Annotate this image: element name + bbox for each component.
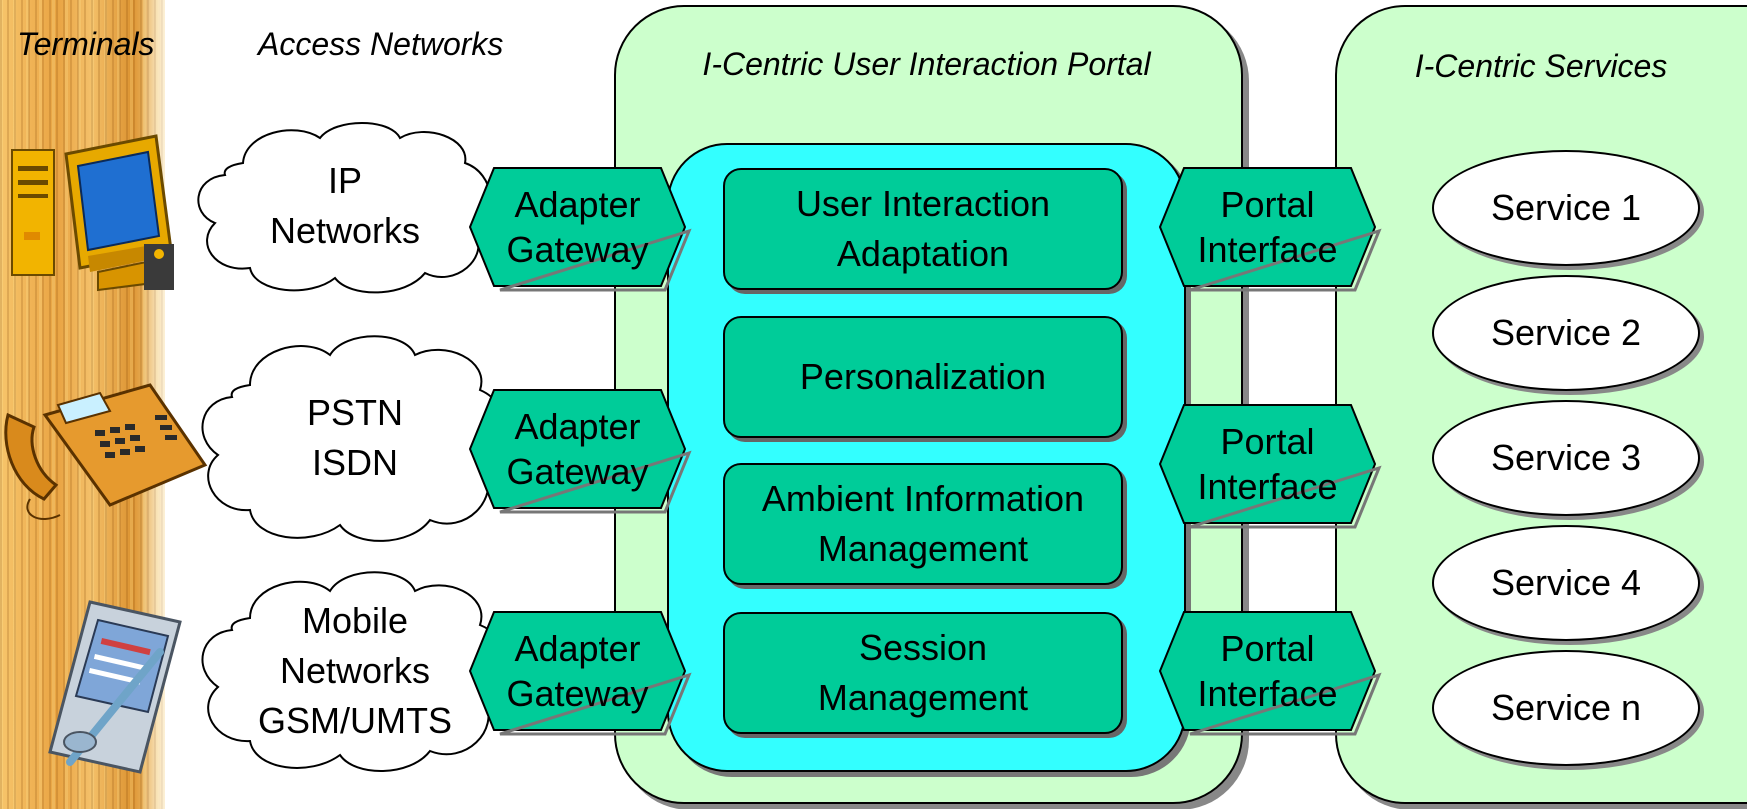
module-user-interaction-adaptation: User Interaction Adaptation — [723, 168, 1123, 290]
service-2: Service 2 — [1432, 275, 1700, 391]
portal-interface-label: Portal Interface — [1197, 184, 1338, 270]
service-3: Service 3 — [1432, 400, 1700, 516]
module-personalization: Personalization — [723, 316, 1123, 438]
portal-interface-label: Portal Interface — [1197, 421, 1338, 507]
telephone-icon — [0, 375, 210, 525]
network-label: PSTN ISDN — [306, 391, 403, 483]
service-4: Service 4 — [1432, 525, 1700, 641]
mobile-device-icon — [40, 592, 190, 782]
module-ambient-information-management: Ambient Information Management — [723, 463, 1123, 585]
portal-interface-3: Portal Interface — [1158, 611, 1382, 736]
portal-interface-2: Portal Interface — [1158, 404, 1382, 529]
network-label: Mobile Networks GSM/UMTS — [258, 599, 452, 741]
module-session-management: Session Management — [723, 612, 1123, 734]
network-cloud-mobile: Mobile Networks GSM/UMTS — [190, 563, 520, 778]
portal-interface-1: Portal Interface — [1158, 167, 1382, 292]
desktop-computer-icon — [6, 132, 174, 292]
terminals-header: Terminals — [17, 26, 155, 62]
adapter-gateway-label: Adapter Gateway — [506, 628, 649, 714]
adapter-gateway-1: Adapter Gateway — [468, 167, 692, 292]
adapter-gateway-3: Adapter Gateway — [468, 611, 692, 736]
service-1: Service 1 — [1432, 150, 1700, 266]
adapter-gateway-label: Adapter Gateway — [506, 184, 649, 270]
adapter-gateway-label: Adapter Gateway — [506, 406, 649, 492]
portal-interface-label: Portal Interface — [1197, 628, 1338, 714]
portal-header: I-Centric User Interaction Portal — [702, 46, 1151, 82]
network-label: IP Networks — [269, 159, 421, 251]
access-networks-header: Access Networks — [258, 26, 504, 62]
adapter-gateway-2: Adapter Gateway — [468, 389, 692, 514]
service-n: Service n — [1432, 650, 1700, 766]
network-cloud-pstn: PSTN ISDN — [190, 325, 520, 550]
network-cloud-ip: IP Networks — [185, 113, 505, 298]
services-header: I-Centric Services — [1414, 48, 1668, 84]
